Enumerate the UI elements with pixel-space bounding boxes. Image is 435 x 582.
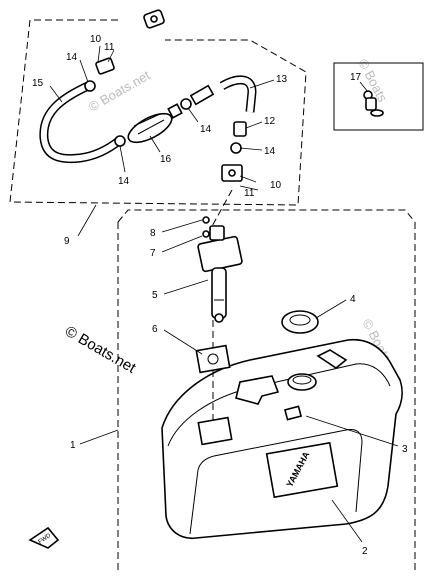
connector-bottom xyxy=(221,164,243,182)
inset-part-17 xyxy=(333,62,424,131)
callout-7: 7 xyxy=(150,248,156,259)
callout-9: 9 xyxy=(64,236,70,247)
connector-link-line xyxy=(209,189,233,231)
callout-1: 1 xyxy=(70,440,76,451)
callout-14-top-left: 14 xyxy=(66,52,78,63)
callout-13: 13 xyxy=(276,74,288,85)
callout-8: 8 xyxy=(150,228,156,239)
tank-vent-ridge xyxy=(316,349,348,369)
hose-clamp-bottom xyxy=(114,135,126,147)
callout-14-middle: 14 xyxy=(200,124,212,135)
callout-6: 6 xyxy=(152,324,158,335)
callout-4: 4 xyxy=(350,294,356,305)
callout-16: 16 xyxy=(160,154,172,165)
hose-kit-dashed-outline xyxy=(9,19,307,206)
connector-top xyxy=(95,9,165,75)
hose-segment-short xyxy=(189,84,215,106)
watermark-faint-middle: © Boats.net xyxy=(86,67,153,114)
callout-11-bottom: 11 xyxy=(244,188,255,199)
fuel-tank: YAMAHA xyxy=(161,338,403,540)
tank-label-panel xyxy=(265,441,339,499)
tank-handle xyxy=(235,375,280,405)
callout-labels: 10 11 14 15 13 12 14 14 16 14 10 11 17 9… xyxy=(32,34,408,557)
callout-12: 12 xyxy=(264,116,276,127)
tank-shell xyxy=(161,338,403,540)
callout-15: 15 xyxy=(32,78,44,89)
fuel-pickup-assembly xyxy=(197,225,243,323)
callout-5: 5 xyxy=(152,290,158,301)
primer-bulb xyxy=(127,103,183,144)
inset-frame xyxy=(333,62,424,131)
pickup-gasket xyxy=(195,344,231,374)
callout-11-top: 11 xyxy=(104,42,115,53)
tank-group: YAMAHA xyxy=(28,209,416,572)
callout-10-top: 10 xyxy=(90,34,102,45)
hose-kit-group xyxy=(9,9,307,206)
hose-clamp-right xyxy=(230,142,242,154)
callout-14-right: 14 xyxy=(264,146,276,157)
o-ring-8 xyxy=(202,216,210,224)
leader-lines xyxy=(49,45,399,543)
o-ring-7 xyxy=(202,230,210,238)
watermark-main: © Boats.net xyxy=(62,323,139,377)
hose-clamp-top xyxy=(84,80,96,92)
hose-joint xyxy=(233,121,247,137)
callout-10-bottom: 10 xyxy=(270,180,282,191)
tank-group-dashed-outline xyxy=(117,209,416,223)
callout-14-bottom: 14 xyxy=(118,176,130,187)
callout-3: 3 xyxy=(402,444,408,455)
filler-cap xyxy=(281,310,319,334)
callout-2: 2 xyxy=(362,546,368,557)
fuel-gauge xyxy=(283,405,303,421)
hose-clamp-middle xyxy=(180,98,192,110)
fwd-arrow-marker: FWD xyxy=(28,526,60,549)
fuel-fitting xyxy=(363,90,384,117)
tank-gasket-seat xyxy=(197,416,233,446)
callout-17: 17 xyxy=(350,72,362,83)
